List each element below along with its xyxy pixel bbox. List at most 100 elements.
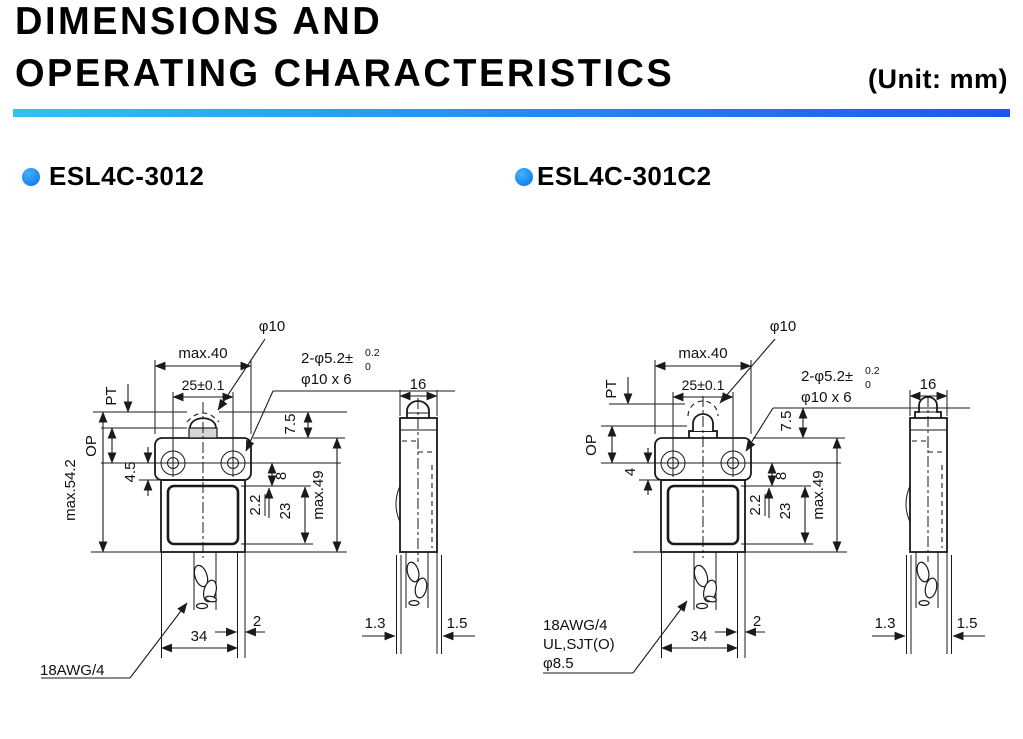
dim-2-2: 2.2 — [747, 487, 774, 518]
tolerance-sup: 0.2 — [365, 347, 380, 359]
extension-lines — [91, 360, 347, 658]
dim-label: 23 — [277, 503, 294, 520]
dim-label: 4 — [622, 468, 639, 476]
dim-pt: PT — [603, 377, 633, 405]
dim-label: 34 — [691, 628, 708, 645]
dim-max-width: max.40 — [154, 345, 252, 371]
callout-label: 2-φ5.2± — [801, 368, 853, 385]
front-view — [654, 396, 752, 610]
dim-label: 2.2 — [747, 495, 764, 516]
side-view: 16 1.3 1.5 — [362, 376, 475, 654]
dim-hole-pitch: 25±0.1 — [672, 377, 734, 402]
callout-label2: φ10 x 6 — [301, 371, 352, 388]
dim-16: 16 — [399, 376, 438, 416]
dim-label: 1.5 — [447, 615, 468, 632]
cable — [693, 552, 718, 610]
dim-plate-offset: 4 — [622, 448, 653, 495]
side-view: 16 1.3 1.5 — [872, 376, 985, 654]
dim-1-3: 1.3 — [362, 615, 396, 641]
dim-label: 25±0.1 — [182, 377, 225, 393]
dim-label: max.40 — [678, 345, 727, 362]
dim-label: max.49 — [810, 470, 827, 519]
dim-34: 34 — [160, 628, 239, 653]
dim-2: 2 — [215, 613, 265, 637]
product-bullet-icon — [515, 167, 533, 186]
tolerance-sup: 0.2 — [865, 365, 880, 377]
callout-label: φ10 — [770, 318, 796, 335]
dim-op: OP — [583, 425, 617, 464]
dim-label: 2 — [753, 613, 761, 630]
dim-label: PT — [103, 386, 120, 405]
dim-label: 1.3 — [365, 615, 386, 632]
cable-label: 18AWG/4 — [40, 662, 104, 679]
dim-label: max.49 — [310, 470, 327, 519]
dim-label: 25±0.1 — [682, 377, 725, 393]
dim-7-5: 7.5 — [778, 407, 808, 439]
label-window — [166, 484, 240, 546]
dim-8: 8 — [267, 462, 290, 487]
dim-hole-pitch: 25±0.1 — [172, 377, 234, 402]
dim-8: 8 — [767, 462, 790, 487]
dim-label: 16 — [410, 376, 427, 393]
side-cable — [405, 552, 429, 608]
dim-label: 4.5 — [122, 462, 139, 483]
dim-plate-offset: 4.5 — [122, 447, 153, 496]
tolerance-sub: 0 — [865, 379, 871, 391]
side-bump — [905, 485, 911, 523]
dim-label: 7.5 — [282, 414, 299, 435]
drawing-esl4c-3012: max.40 25±0.1 φ10 2-φ5.2± 0.2 0 φ10 x 6 … — [40, 318, 475, 679]
dim-16: 16 — [909, 376, 948, 416]
unit-note: (Unit: mm) — [868, 64, 1008, 94]
cable-label-line2: UL,SJT(O) — [543, 636, 615, 653]
dim-max-width: max.40 — [654, 345, 752, 371]
side-cable — [915, 552, 939, 608]
page-title-line2: OPERATING CHARACTERISTICS — [15, 52, 675, 96]
dim-label: max.40 — [178, 345, 227, 362]
product-label-esl4c-301c2: ESL4C-301C2 — [515, 161, 712, 192]
label-window — [666, 484, 740, 546]
dim-label: 8 — [273, 472, 290, 480]
product-name: ESL4C-3012 — [49, 161, 205, 191]
callout-label: φ10 — [259, 318, 285, 335]
product-bullet-icon — [22, 167, 40, 186]
dim-pt: PT — [103, 384, 133, 413]
drawing-esl4c-301c2: max.40 25±0.1 φ10 2-φ5.2± 0.2 0 φ10 x 6 … — [543, 318, 985, 674]
dim-23: 23 — [777, 486, 810, 544]
callout-mounting-holes: 2-φ5.2± 0.2 0 φ10 x 6 — [245, 347, 455, 452]
dim-label: OP — [83, 435, 100, 457]
dim-label: 16 — [920, 376, 937, 393]
dim-label: PT — [603, 379, 620, 398]
dim-label: 1.5 — [957, 615, 978, 632]
callout-label2: φ10 x 6 — [801, 389, 852, 406]
dim-2-2: 2.2 — [247, 487, 274, 518]
dim-label: 34 — [191, 628, 208, 645]
dim-label: 7.5 — [778, 411, 795, 432]
dim-1-5: 1.5 — [952, 615, 985, 641]
dim-2: 2 — [715, 613, 765, 637]
callout-phi10: φ10 — [719, 318, 796, 404]
dim-body-max: max.49 — [810, 437, 842, 553]
callout-cable: 18AWG/4 — [40, 602, 188, 679]
accent-divider-bar — [13, 109, 1010, 117]
front-view — [154, 402, 252, 610]
cable-label-line1: 18AWG/4 — [543, 617, 607, 634]
callout-label: 2-φ5.2± — [301, 350, 353, 367]
callout-phi10: φ10 — [217, 318, 285, 411]
cable — [193, 552, 218, 610]
tolerance-sub: 0 — [365, 361, 371, 373]
dim-label: max.54.2 — [62, 459, 79, 521]
callout-cable: 18AWG/4 UL,SJT(O) φ8.5 — [543, 600, 688, 674]
dim-label: 23 — [777, 503, 794, 520]
dim-body-max: max.49 — [310, 437, 342, 553]
dim-1-3: 1.3 — [872, 615, 906, 641]
page-title-line1: DIMENSIONS AND — [15, 0, 383, 44]
dim-label: 1.3 — [875, 615, 896, 632]
dim-op: OP — [83, 427, 117, 464]
dim-34: 34 — [660, 628, 739, 653]
dim-label: 2.2 — [247, 495, 264, 516]
cable-label-line3: φ8.5 — [543, 655, 574, 672]
dim-label: OP — [583, 434, 600, 456]
dim-label: 8 — [773, 472, 790, 480]
side-bump — [395, 485, 401, 523]
